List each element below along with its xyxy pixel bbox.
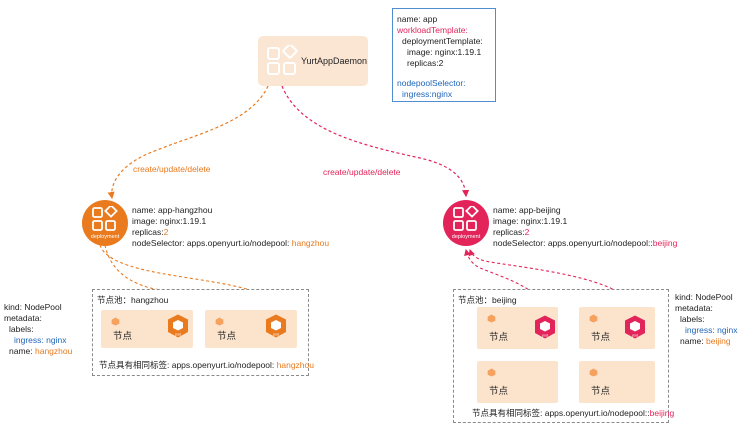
deploy-left-image: image: nginx:1.19.1	[132, 216, 207, 226]
deployment-left-label: deployment	[90, 234, 120, 240]
node-label: 节点	[489, 386, 509, 397]
nodepool-right: 节点池：beijing 节点 pod 节点 pod 节点 节点 节点具有相同标签…	[453, 289, 674, 423]
deploy-left-selector: nodeSelector: apps.openyurt.io/nodepool:…	[132, 238, 330, 248]
node-card: 节点 pod	[477, 307, 558, 349]
svg-text:pod: pod	[175, 333, 181, 337]
template-selector: nodepoolSelector:	[397, 78, 466, 88]
pod-icon: pod	[625, 315, 645, 339]
meta-left-labels: labels:	[9, 324, 34, 334]
nodepool-right-footer: 节点具有相同标签: apps.openyurt.io/nodepool::bei…	[472, 408, 675, 418]
meta-left-ingress: ingress: nginx	[14, 335, 67, 345]
yurtappdaemon-node: YurtAppDaemon	[258, 36, 368, 86]
node-card: 节点 pod	[579, 307, 655, 349]
template-deployment: deploymentTemplate:	[402, 36, 483, 46]
svg-text:pod: pod	[542, 334, 548, 338]
deployment-icon	[453, 206, 479, 231]
meta-left-name: name: hangzhou	[9, 346, 73, 356]
meta-right-ingress: ingress: nginx	[685, 325, 738, 335]
deployment-icon	[92, 206, 118, 231]
node-icon	[589, 368, 598, 377]
meta-right-kind: kind: NodePool	[675, 292, 733, 302]
meta-left-kind: kind: NodePool	[4, 302, 62, 312]
node-icon	[487, 368, 496, 377]
template-workload: workloadTemplate:	[397, 25, 468, 35]
meta-left-metadata: metadata:	[4, 313, 42, 323]
meta-right-labels: labels:	[680, 314, 705, 324]
edge-right-label: create/update/delete	[323, 167, 401, 177]
deployment-icon-left: deployment	[82, 200, 128, 246]
edge-right-pod2	[468, 248, 638, 317]
node-icon	[589, 314, 598, 323]
node-icon	[487, 314, 496, 323]
svg-text:pod: pod	[273, 333, 279, 337]
node-label: 节点	[591, 332, 611, 343]
shapes-icon	[267, 45, 298, 75]
node-card: 节点	[477, 361, 558, 403]
pod-icon: pod	[168, 314, 188, 338]
edge-left-label: create/update/delete	[133, 164, 211, 174]
nodepool-left-title: 节点池：hangzhou	[97, 295, 169, 305]
deploy-right-replicas: replicas:2	[493, 227, 530, 237]
node-card: 节点 pod	[205, 310, 297, 348]
deploy-left-name: name: app-hangzhou	[132, 205, 213, 215]
yurtappdaemon-label: YurtAppDaemon	[301, 56, 368, 66]
node-card: 节点	[579, 361, 655, 403]
deployment-right-label: deployment	[451, 234, 481, 240]
edge-left	[107, 85, 269, 200]
deploy-right-name: name: app-beijing	[493, 205, 561, 215]
template-selector-value: ingress:nginx	[402, 89, 453, 99]
node-label: 节点	[113, 331, 133, 342]
nodepool-left-footer: 节点具有相同标签: apps.openyurt.io/nodepool: han…	[99, 360, 314, 370]
meta-right-metadata: metadata:	[675, 303, 713, 313]
svg-text:pod: pod	[632, 334, 638, 338]
template-box: name: app workloadTemplate: deploymentTe…	[392, 8, 496, 102]
node-icon	[215, 317, 224, 326]
nodepool-left: 节点池：hangzhou 节点 pod 节点 pod 节点具有相同标签: app…	[92, 289, 314, 376]
node-label: 节点	[489, 332, 509, 343]
deploy-right-image: image: nginx:1.19.1	[493, 216, 568, 226]
meta-right-name: name: beijing	[680, 336, 731, 346]
node-icon	[111, 317, 120, 326]
node-card: 节点 pod	[101, 310, 193, 348]
nodepool-right-title: 节点池：beijing	[458, 295, 517, 305]
deploy-left-replicas: replicas:2	[132, 227, 169, 237]
node-label: 节点	[591, 386, 611, 397]
template-image: image: nginx:1.19.1	[407, 47, 482, 57]
template-replicas: replicas:2	[407, 58, 444, 68]
pod-icon: pod	[535, 315, 555, 339]
template-name: name: app	[397, 14, 438, 24]
deploy-right-selector: nodeSelector: apps.openyurt.io/nodepool:…	[493, 238, 678, 248]
edge-right	[281, 85, 470, 198]
pod-icon: pod	[266, 314, 286, 338]
node-label: 节点	[217, 331, 237, 342]
deployment-icon-right: deployment	[443, 200, 489, 246]
